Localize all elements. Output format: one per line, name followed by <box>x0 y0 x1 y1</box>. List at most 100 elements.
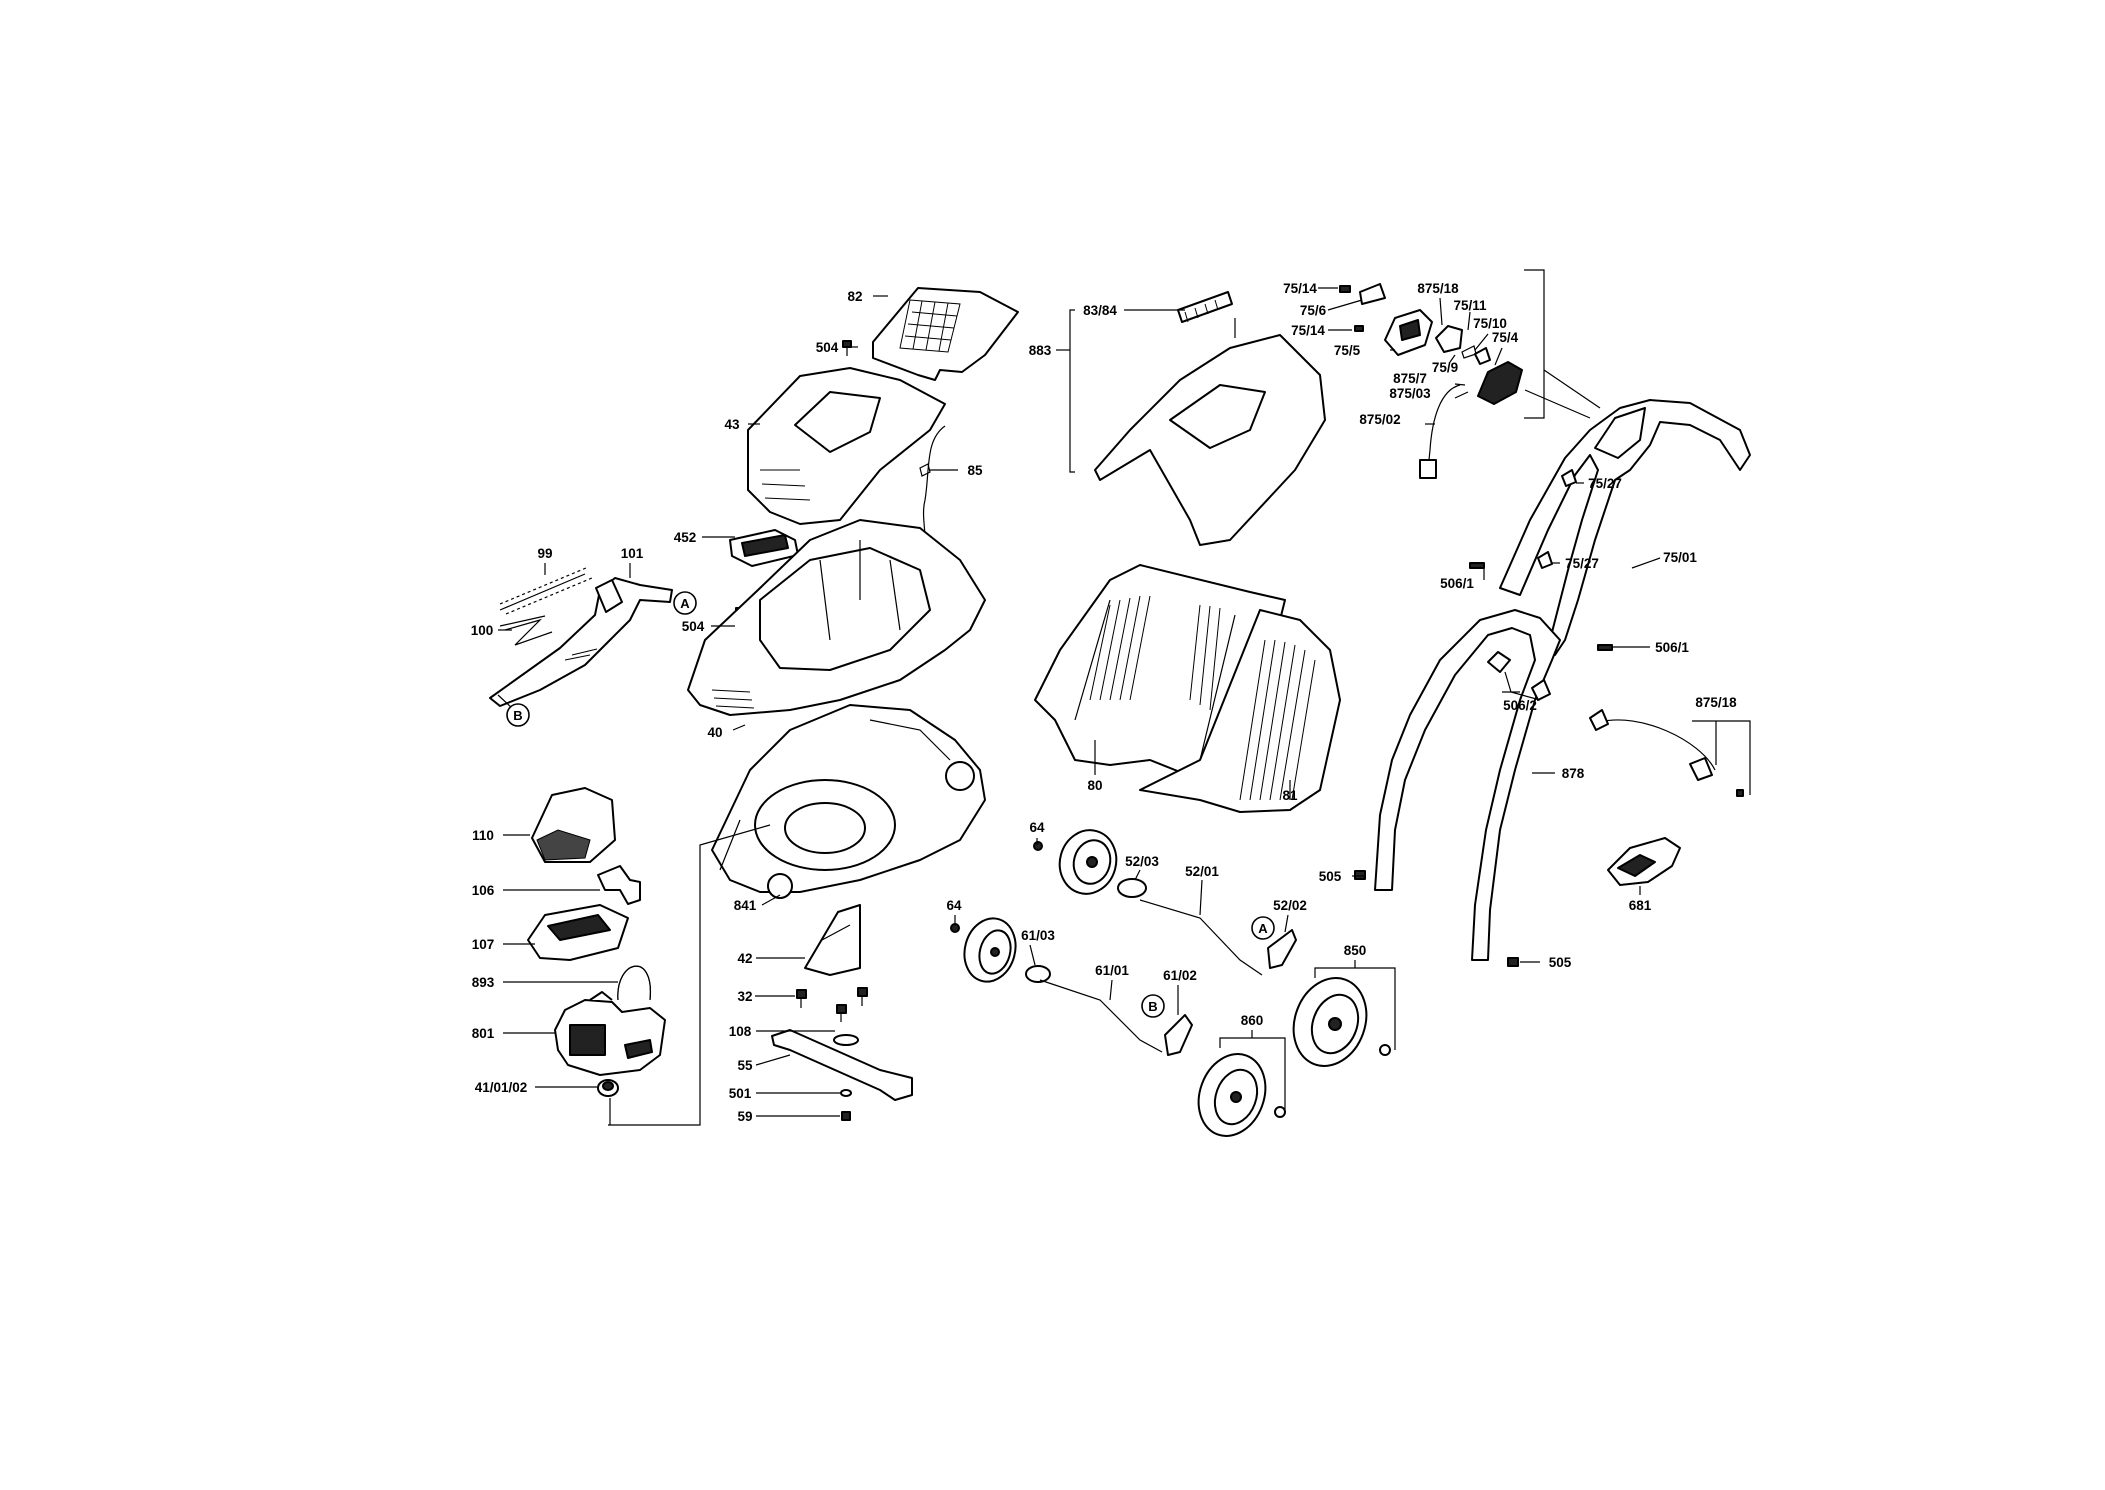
label-883: 883 <box>1029 343 1052 358</box>
label-75-5: 75/5 <box>1334 343 1361 358</box>
part-82-top-cover <box>872 287 1019 381</box>
label-452: 452 <box>674 530 697 545</box>
part-75-10-spring <box>1461 345 1477 359</box>
part-801-motor <box>554 991 666 1076</box>
label-32: 32 <box>737 989 752 1004</box>
part-59-screw <box>841 1111 851 1121</box>
part-506-1-screw-b <box>1597 644 1613 651</box>
label-841: 841 <box>734 898 757 913</box>
label-875-18-a: 875/18 <box>1417 281 1459 296</box>
part-101-lever <box>489 577 673 707</box>
part-61-03-bushing <box>1025 965 1051 983</box>
label-75-27-a: 75/27 <box>1588 476 1622 491</box>
label-75-6: 75/6 <box>1300 303 1327 318</box>
label-52-01: 52/01 <box>1185 864 1219 879</box>
label-61-02: 61/02 <box>1163 968 1197 983</box>
part-505-screw-b <box>1507 957 1519 967</box>
label-99: 99 <box>537 546 552 561</box>
part-52-03-bushing <box>1117 878 1147 898</box>
label-506-1-a: 506/1 <box>1440 576 1474 591</box>
label-64-lower: 64 <box>946 898 962 913</box>
part-75-01-upper-handle <box>1499 399 1751 656</box>
svg-text:B: B <box>1148 999 1157 1014</box>
part-75-5-housing <box>1384 309 1433 356</box>
part-110-cover <box>531 787 616 863</box>
part-81-catcher-bag <box>1139 609 1341 813</box>
label-107: 107 <box>472 937 495 952</box>
svg-text:B: B <box>513 708 522 723</box>
part-55-blade <box>771 1029 913 1101</box>
part-61-02-bracket <box>1164 1014 1193 1056</box>
label-501: 501 <box>729 1086 752 1101</box>
label-61-03: 61/03 <box>1021 928 1055 943</box>
label-106: 106 <box>472 883 495 898</box>
label-75-11: 75/11 <box>1453 298 1487 313</box>
label-505-b: 505 <box>1549 955 1572 970</box>
callout-b-right: B <box>1141 994 1165 1018</box>
label-860: 860 <box>1241 1013 1264 1028</box>
part-75-14-screw-a <box>1339 285 1351 293</box>
svg-text:A: A <box>680 596 690 611</box>
part-506-2-knobs <box>1487 651 1551 701</box>
label-875-02: 875/02 <box>1359 412 1400 427</box>
label-505-a: 505 <box>1319 869 1342 884</box>
label-75-4: 75/4 <box>1492 330 1519 345</box>
part-75-27-clip-a <box>1561 469 1577 487</box>
label-681: 681 <box>1629 898 1652 913</box>
part-64-cap-upper <box>1033 841 1043 851</box>
label-43: 43 <box>724 417 740 432</box>
part-wheel-lower <box>963 917 1017 983</box>
part-41-01-02-coupling <box>597 1079 619 1097</box>
part-40-upper-housing <box>687 519 986 716</box>
label-850: 850 <box>1344 943 1367 958</box>
part-83-84-catcher-top <box>1094 291 1326 546</box>
part-501-washer <box>840 1089 852 1097</box>
part-52-01-axle <box>1139 899 1263 976</box>
part-452-badge <box>729 529 799 567</box>
label-40: 40 <box>707 725 722 740</box>
part-61-01-axle <box>1039 979 1163 1053</box>
label-59: 59 <box>737 1109 752 1124</box>
label-75-14-b: 75/14 <box>1291 323 1325 338</box>
callout-a-left: A <box>673 591 697 615</box>
label-108: 108 <box>729 1024 752 1039</box>
label-75-9: 75/9 <box>1432 360 1458 375</box>
label-875-03: 875/03 <box>1389 386 1431 401</box>
label-41-01-02: 41/01/02 <box>475 1080 528 1095</box>
label-101: 101 <box>621 546 644 561</box>
label-85: 85 <box>967 463 983 478</box>
part-106-clip <box>597 865 641 905</box>
label-75-01: 75/01 <box>1663 550 1697 565</box>
part-108-washer <box>833 1034 859 1046</box>
callout-b-left: B <box>506 703 530 727</box>
part-number-labels: 82 504 43 85 452 504 99 101 100 40 110 1… <box>471 281 1737 1124</box>
label-504-middle: 504 <box>682 619 705 634</box>
label-878: 878 <box>1562 766 1585 781</box>
part-32-screws <box>796 987 868 1022</box>
label-64-upper: 64 <box>1029 820 1045 835</box>
label-75-14-a: 75/14 <box>1283 281 1317 296</box>
label-875-7: 875/7 <box>1393 371 1427 386</box>
part-75-6-button <box>1359 283 1386 305</box>
part-100-clip <box>499 615 553 646</box>
part-850-wheel <box>1292 977 1391 1067</box>
leader-lines <box>497 269 1751 1126</box>
label-504-top: 504 <box>816 340 839 355</box>
part-875-18-cable-assembly <box>1589 709 1744 797</box>
part-893-cable <box>617 965 651 1001</box>
part-860-wheel <box>1197 1053 1286 1137</box>
part-75-11-lever <box>1474 347 1491 365</box>
label-100: 100 <box>471 623 494 638</box>
label-506-1-b: 506/1 <box>1655 640 1689 655</box>
part-52-02-bracket <box>1267 929 1297 969</box>
label-75-27-b: 75/27 <box>1565 556 1599 571</box>
svg-text:A: A <box>1258 921 1268 936</box>
part-64-cap-lower <box>950 923 960 933</box>
part-504-screw-top <box>842 340 852 356</box>
part-43-handle-cover <box>747 367 946 525</box>
part-107-switch-box <box>527 904 629 961</box>
label-61-01: 61/01 <box>1095 963 1129 978</box>
label-875-18-b: 875/18 <box>1695 695 1737 710</box>
part-75-4-cover <box>1477 361 1523 405</box>
